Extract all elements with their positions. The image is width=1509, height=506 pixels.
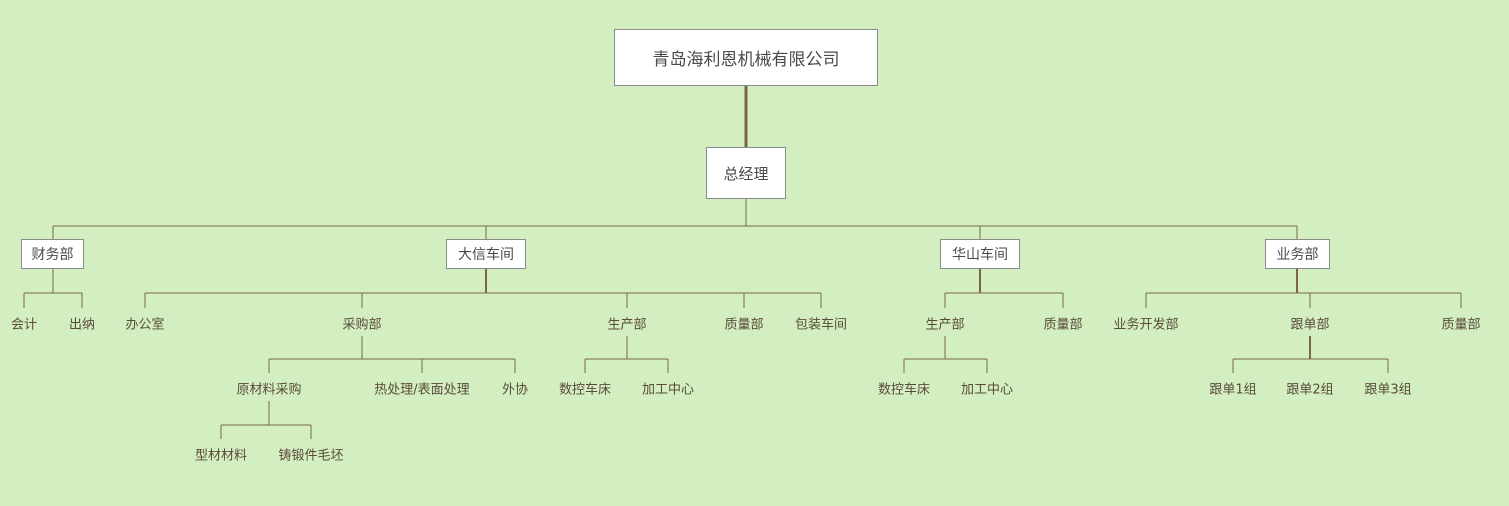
- node-business-quality: 质量部: [1441, 317, 1481, 333]
- node-follow-group-3: 跟单3组: [1364, 382, 1412, 398]
- dept-business-node: 业务部: [1265, 239, 1330, 269]
- node-follow-group-1: 跟单1组: [1209, 382, 1257, 398]
- node-daxin-purchase: 采购部: [342, 317, 382, 333]
- node-huashan-production: 生产部: [925, 317, 965, 333]
- node-heat-treatment: 热处理/表面处理: [374, 382, 470, 398]
- node-huashan-cnc-lathe: 数控车床: [877, 382, 931, 398]
- dept-daxin-node: 大信车间: [446, 239, 526, 269]
- dept-huashan-node: 华山车间: [940, 239, 1020, 269]
- node-daxin-cnc-lathe: 数控车床: [558, 382, 612, 398]
- node-huashan-quality: 质量部: [1043, 317, 1083, 333]
- node-profile-material: 型材材料: [194, 448, 248, 464]
- node-outsource: 外协: [501, 382, 529, 398]
- node-huashan-machining-center: 加工中心: [960, 382, 1014, 398]
- node-follow-up: 跟单部: [1290, 317, 1330, 333]
- node-daxin-production: 生产部: [607, 317, 647, 333]
- node-cashier: 出纳: [68, 317, 96, 333]
- node-forging-blank: 铸锻件毛坯: [278, 448, 344, 464]
- node-daxin-office: 办公室: [125, 317, 165, 333]
- node-daxin-machining-center: 加工中心: [641, 382, 695, 398]
- node-daxin-packing: 包装车间: [794, 317, 848, 333]
- dept-finance-node: 财务部: [21, 239, 84, 269]
- root-node: 青岛海利恩机械有限公司: [614, 29, 878, 86]
- node-follow-group-2: 跟单2组: [1286, 382, 1334, 398]
- gm-node: 总经理: [706, 147, 786, 199]
- node-business-dev: 业务开发部: [1113, 317, 1179, 333]
- node-raw-material-purchase: 原材料采购: [236, 382, 302, 398]
- node-accounting: 会计: [10, 317, 38, 333]
- node-daxin-quality: 质量部: [724, 317, 764, 333]
